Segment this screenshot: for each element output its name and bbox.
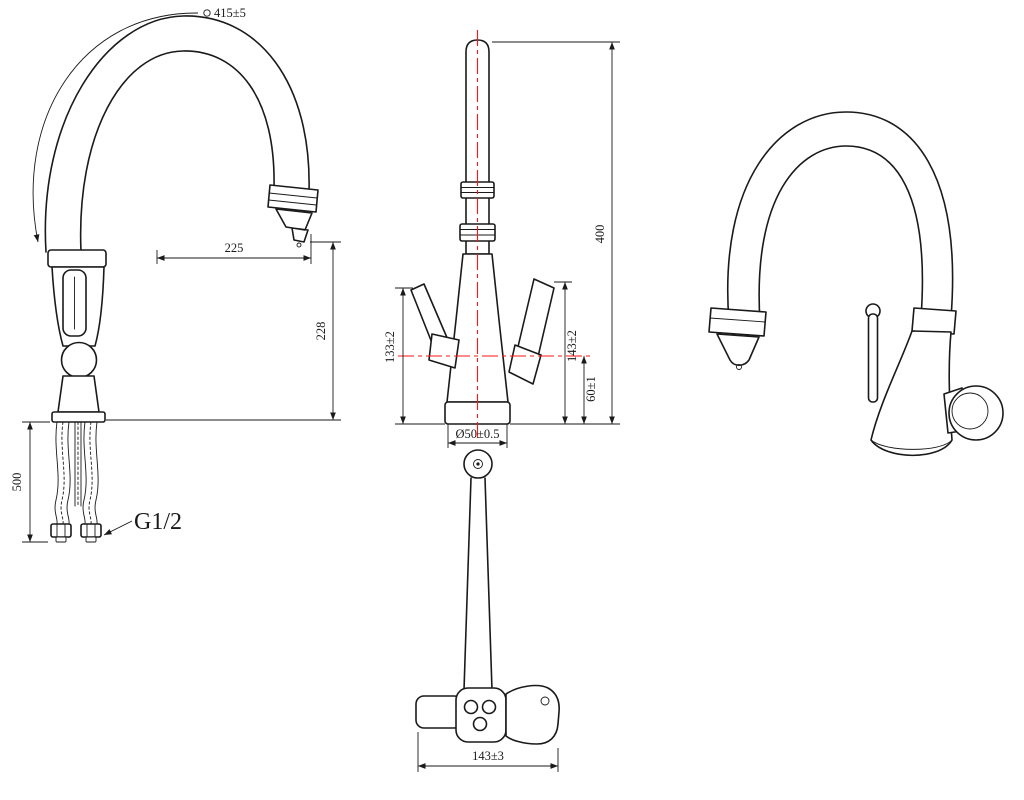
perspective-view bbox=[708, 111, 1004, 457]
dim-hose-length: 500 bbox=[10, 473, 24, 492]
hose-right-braid bbox=[88, 421, 93, 525]
p-spray-tip bbox=[736, 364, 742, 370]
mount-hole-2 bbox=[481, 699, 497, 715]
base-right-dot bbox=[540, 696, 550, 706]
mount-hole-3 bbox=[472, 716, 488, 732]
dim-base-diameter: Ø50±0.5 bbox=[455, 427, 499, 441]
p-spray-collar bbox=[708, 307, 767, 337]
dim-base-width: 143±3 bbox=[472, 749, 504, 763]
dim-right-height: 143±2 bbox=[565, 330, 579, 362]
p-knob-inner bbox=[951, 392, 989, 430]
side-view: 500 225 228 415±5 G1/2 bbox=[10, 6, 341, 543]
p-spray-taper bbox=[716, 333, 760, 367]
front-view: 133±2 143±2 60±1 400 Ø50±0.5 bbox=[383, 30, 620, 448]
spout-end-dot bbox=[476, 462, 480, 466]
dim-valve-to-base: 60±1 bbox=[584, 376, 598, 402]
p-spray-collar-line bbox=[709, 317, 766, 323]
body-lower bbox=[57, 375, 100, 413]
fitting-nub-left bbox=[55, 536, 67, 543]
base-center-part bbox=[455, 687, 507, 743]
hose-fitting-right bbox=[80, 523, 102, 538]
dim-spout-height: 228 bbox=[314, 322, 328, 341]
spray-head bbox=[267, 184, 319, 213]
right-paddle-joint bbox=[508, 344, 542, 385]
spray-nozzle bbox=[275, 208, 313, 243]
base-flange bbox=[51, 411, 106, 423]
spout-curve bbox=[44, 15, 310, 253]
p-knob bbox=[948, 385, 1004, 441]
thread-leader-line bbox=[103, 520, 133, 536]
dim-arc-415-line bbox=[32, 12, 199, 243]
spray-head-bands bbox=[268, 192, 318, 206]
mount-hole-1 bbox=[463, 699, 479, 715]
swivel-ball bbox=[60, 341, 98, 379]
hose-left bbox=[54, 421, 71, 525]
rod bbox=[463, 477, 493, 691]
bottom-view: 143±3 bbox=[415, 449, 560, 772]
dim-spout-arc-length: 415±5 bbox=[214, 6, 246, 20]
dim-left-height: 133±2 bbox=[383, 331, 397, 363]
fitting-nub-right bbox=[85, 536, 97, 543]
body-cap bbox=[47, 249, 107, 268]
left-lever-joint bbox=[428, 333, 460, 369]
dim-spout-reach: 225 bbox=[225, 241, 244, 255]
hose-fitting-left bbox=[50, 523, 72, 538]
p-spout-curve bbox=[727, 111, 954, 323]
p-lever-stem bbox=[867, 313, 879, 403]
dim-415-marker bbox=[203, 9, 211, 17]
spray-tip bbox=[296, 242, 302, 248]
mount-stud bbox=[74, 421, 82, 507]
p-body-base-line bbox=[870, 439, 953, 450]
fitting-facets bbox=[56, 523, 96, 538]
base-left-part bbox=[415, 695, 463, 729]
dim-overall-height: 400 bbox=[593, 225, 607, 244]
p-body bbox=[870, 330, 953, 457]
p-junction-collar bbox=[911, 307, 957, 335]
thread-size-label: G1/2 bbox=[134, 509, 182, 535]
hose-right bbox=[82, 421, 99, 525]
base-right-part bbox=[505, 684, 560, 745]
hose-left-braid bbox=[60, 421, 65, 525]
